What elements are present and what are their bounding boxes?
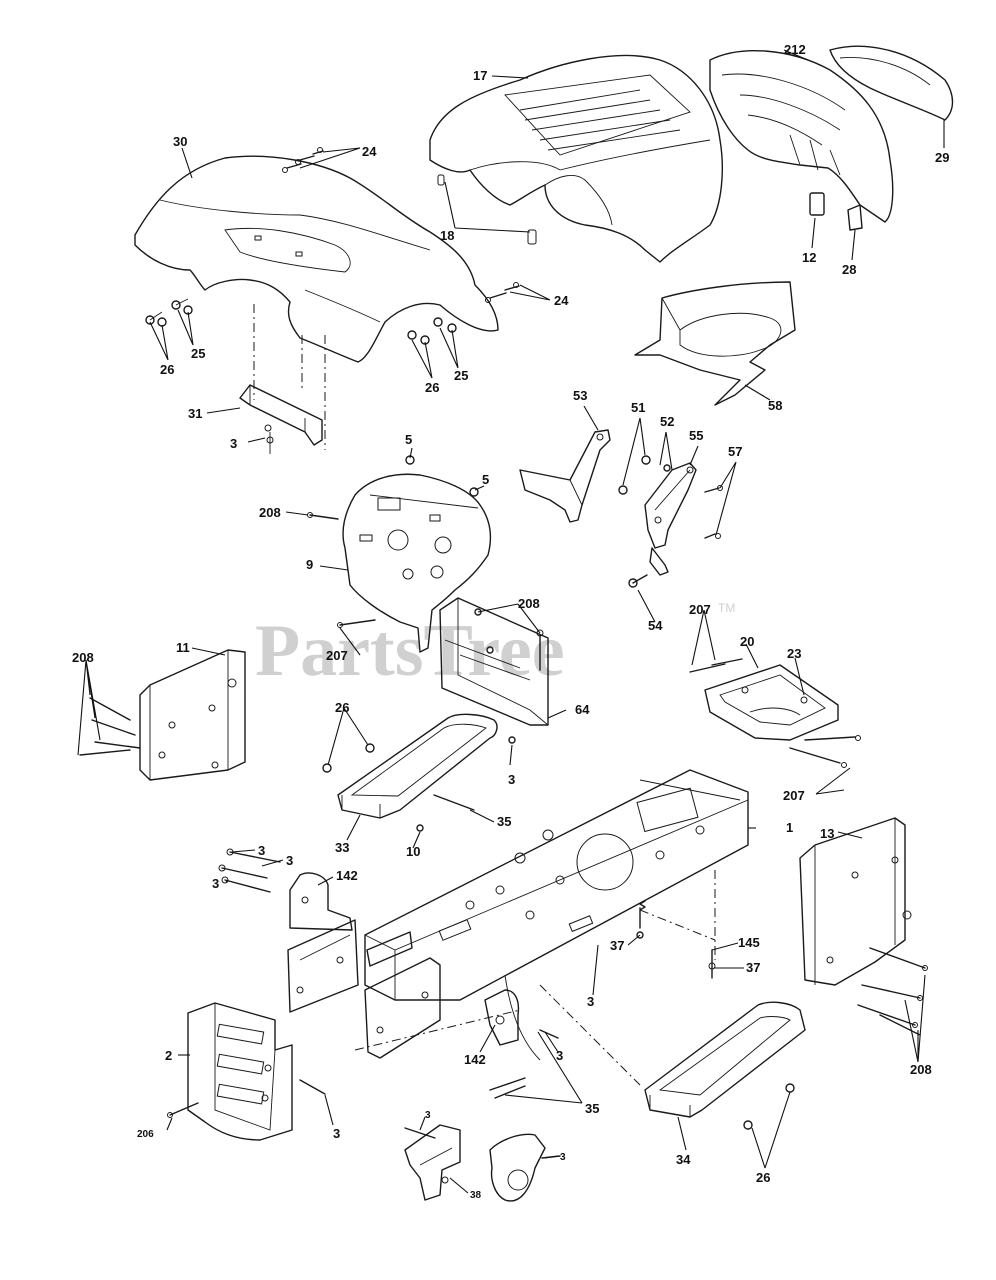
footrest-part-34 (644, 1001, 806, 1130)
label-3-a: 3 (230, 436, 237, 451)
label-64: 64 (575, 702, 590, 717)
label-18: 18 (440, 228, 454, 243)
label-37-a: 37 (610, 938, 624, 953)
label-51: 51 (631, 400, 645, 415)
label-5-a: 5 (405, 432, 412, 447)
label-5-b: 5 (482, 472, 489, 487)
watermark: PartsTree (255, 610, 565, 692)
label-54: 54 (648, 618, 663, 633)
label-3-b: 3 (508, 772, 515, 787)
label-206: 206 (137, 1129, 154, 1140)
grille-part-212 (709, 45, 954, 231)
label-35-a: 35 (497, 814, 511, 829)
watermark-trademark: TM (718, 601, 735, 615)
label-10: 10 (406, 844, 420, 859)
label-207-b: 207 (689, 602, 711, 617)
spring-part-145 (636, 900, 716, 979)
label-38: 38 (470, 1190, 482, 1201)
bracket-part-142-top (218, 848, 353, 931)
label-31: 31 (188, 406, 202, 421)
footrest-part-33 (322, 713, 516, 832)
label-142-b: 142 (464, 1052, 486, 1067)
front-plate (287, 919, 413, 1013)
bracket-part-38 (404, 1124, 561, 1202)
label-26-left: 26 (160, 362, 174, 377)
label-208-d: 208 (910, 1062, 932, 1077)
label-52: 52 (660, 414, 674, 429)
frame-part-1 (364, 769, 749, 1001)
label-145: 145 (738, 935, 760, 950)
nuts-25-26-left (145, 298, 457, 345)
label-3-i: 3 (425, 1110, 431, 1121)
bolts-24-top (282, 147, 520, 303)
label-1: 1 (786, 820, 793, 835)
label-17: 17 (473, 68, 487, 83)
bracket-part-64 (439, 597, 549, 726)
label-34: 34 (676, 1152, 691, 1167)
label-3-d: 3 (286, 853, 293, 868)
label-26-right: 26 (425, 380, 439, 395)
label-12: 12 (802, 250, 816, 265)
label-20: 20 (740, 634, 754, 649)
side-panel-part-11 (79, 649, 246, 781)
label-37-b: 37 (746, 960, 760, 975)
label-55: 55 (689, 428, 703, 443)
label-24-right: 24 (554, 293, 569, 308)
label-142-a: 142 (336, 868, 358, 883)
label-57: 57 (728, 444, 742, 459)
assembly-line (639, 909, 716, 941)
leader-lines (77, 49, 945, 1194)
label-25-right: 25 (454, 368, 468, 383)
label-23: 23 (787, 646, 801, 661)
label-207-a: 207 (326, 648, 348, 663)
label-28: 28 (842, 262, 856, 277)
bracket-part-53 (519, 429, 611, 523)
label-24-top: 24 (362, 144, 377, 159)
label-29: 29 (935, 150, 949, 165)
label-3-j: 3 (560, 1152, 566, 1163)
label-30: 30 (173, 134, 187, 149)
label-26-c: 26 (335, 700, 349, 715)
assembly-line (354, 984, 641, 1086)
label-9: 9 (306, 557, 313, 572)
label-11: 11 (176, 640, 190, 655)
label-35-b: 35 (585, 1101, 599, 1116)
fender-part-30 (134, 155, 499, 363)
plate-part-20 (689, 658, 861, 768)
label-33: 33 (335, 840, 349, 855)
label-208-a: 208 (259, 505, 281, 520)
bracket-part-2 (167, 1002, 326, 1141)
label-3-c: 3 (258, 843, 265, 858)
label-3-f: 3 (587, 994, 594, 1009)
label-207-c: 207 (783, 788, 805, 803)
label-58: 58 (768, 398, 782, 413)
label-26-d: 26 (756, 1170, 770, 1185)
label-3-e: 3 (212, 876, 219, 891)
label-53: 53 (573, 388, 587, 403)
label-13: 13 (820, 826, 834, 841)
part-labels: 17 212 29 12 28 18 30 24 24 25 26 25 26 … (72, 42, 949, 1201)
label-3-h: 3 (333, 1126, 340, 1141)
label-3-g: 3 (556, 1048, 563, 1063)
bracket-part-142-bottom (364, 957, 559, 1099)
label-208-b: 208 (518, 596, 540, 611)
seat-pan-part-58 (634, 281, 796, 406)
bracket-assembly-51-57 (618, 455, 723, 588)
label-212: 212 (784, 42, 806, 57)
label-25-left: 25 (191, 346, 205, 361)
dash-panel-part-9 (307, 455, 492, 653)
bracket-part-31 (239, 384, 323, 454)
label-208-c: 208 (72, 650, 94, 665)
assembly-line (504, 974, 541, 1061)
side-panel-part-13 (799, 817, 928, 1036)
hood-part-17 (429, 54, 724, 263)
label-2: 2 (165, 1048, 172, 1063)
